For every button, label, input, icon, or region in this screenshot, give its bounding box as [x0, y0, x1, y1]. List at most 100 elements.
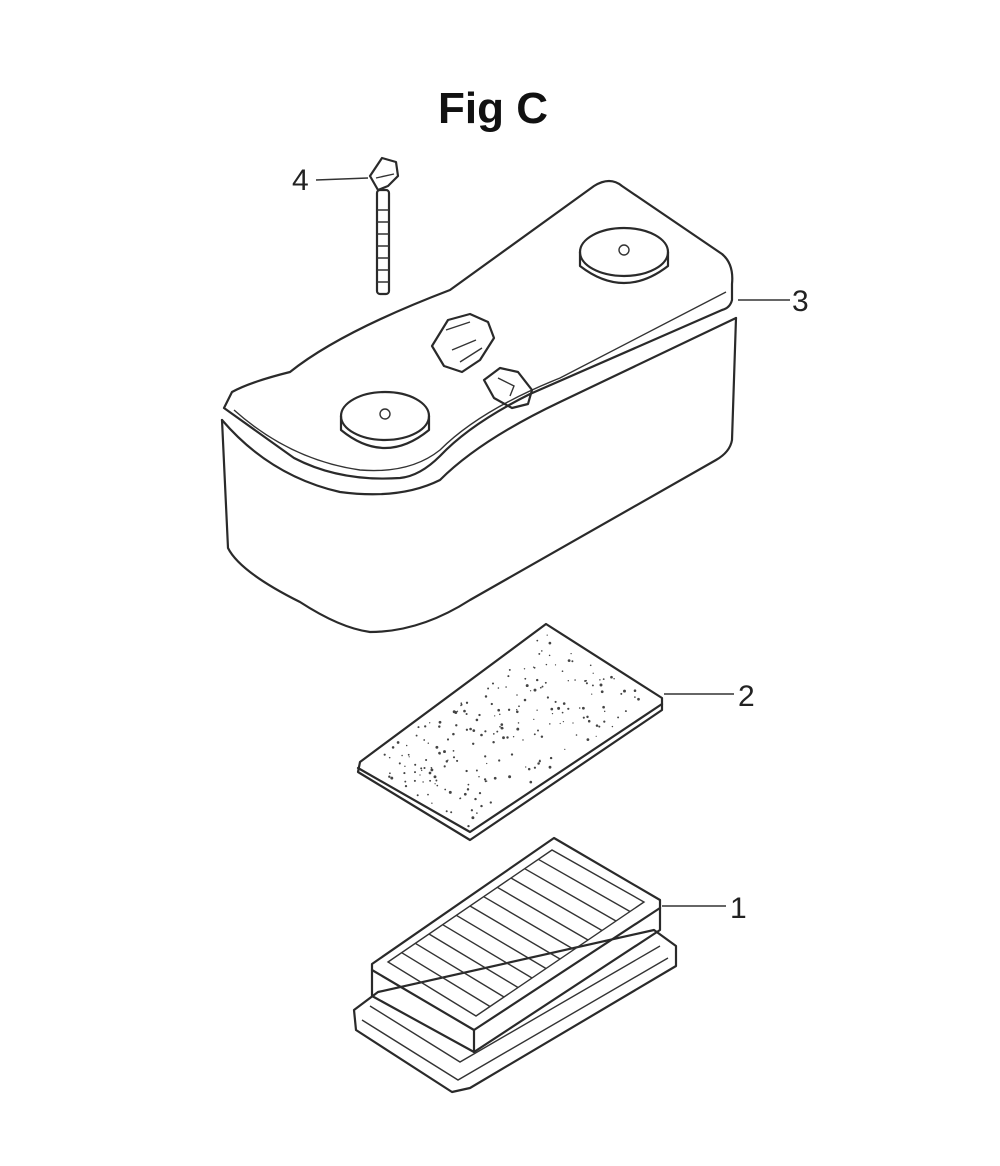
foam-texture-dot [467, 783, 470, 786]
air-cleaner-cover [220, 179, 738, 634]
foam-texture-dot [499, 725, 501, 728]
foam-texture-dot [430, 766, 433, 769]
foam-texture-dot [429, 779, 432, 782]
foam-texture-dot [388, 756, 391, 759]
foam-texture-dot [499, 713, 501, 716]
foam-texture-dot [549, 756, 553, 760]
foam-texture-dot [550, 707, 554, 711]
foam-texture-dot [474, 797, 477, 801]
foam-texture-dot [516, 694, 518, 696]
foam-texture-dot [438, 725, 441, 728]
foam-texture-dot [436, 784, 439, 787]
foam-texture-dot [633, 689, 637, 692]
callout-3: 3 [738, 285, 809, 318]
foam-texture-dot [450, 811, 453, 814]
foam-texture-dot [452, 750, 455, 752]
foam-texture-dot [598, 725, 601, 728]
foam-texture-dot [484, 755, 487, 758]
foam-texture-dot [611, 725, 614, 728]
foam-texture-dot [586, 738, 590, 741]
foam-texture-dot [533, 733, 536, 736]
foam-texture-dot [546, 634, 548, 636]
foam-texture-dot [574, 679, 576, 681]
foam-texture-dot [548, 641, 552, 645]
foam-texture-dot [572, 722, 574, 724]
foam-texture-dot [398, 762, 401, 765]
foam-texture-dot [429, 722, 431, 724]
foam-texture-dot [390, 776, 394, 780]
foam-texture-dot [404, 780, 407, 783]
foam-texture-dot [403, 772, 406, 775]
foam-texture-dot [533, 666, 536, 669]
foam-texture-dot [435, 745, 439, 749]
foam-texture-dot [602, 705, 605, 709]
foam-texture-dot [564, 748, 566, 751]
foam-texture-dot [587, 719, 591, 723]
foam-texture-dot [544, 681, 547, 684]
foam-texture-dot [445, 810, 448, 813]
foam-texture-dot [466, 788, 470, 791]
foam-texture-dot [582, 706, 585, 710]
foam-texture-dot [546, 696, 550, 699]
foam-texture-dot [414, 771, 416, 774]
callout-3-label: 3 [792, 285, 809, 318]
foam-texture-dot [445, 760, 449, 763]
foam-texture-dot [443, 765, 446, 768]
foam-texture-dot [388, 775, 391, 778]
foam-texture-dot [557, 706, 561, 710]
foam-texture-dot [595, 724, 599, 727]
foam-texture-dot [456, 710, 459, 712]
foam-texture-dot [517, 722, 520, 724]
foam-texture-dot [586, 715, 589, 719]
foam-texture-dot [603, 710, 606, 713]
foam-texture-dot [603, 720, 606, 723]
foam-texture-dot [460, 704, 462, 707]
foam-texture-dot [498, 759, 501, 762]
foam-texture-dot [540, 735, 544, 738]
filter-pleat [496, 886, 589, 941]
callout-2: 2 [664, 680, 755, 713]
foam-texture-dot [463, 792, 467, 796]
foam-texture-dot [599, 679, 601, 681]
filter-pleat [510, 877, 603, 932]
callout-4: 4 [292, 164, 369, 197]
foam-texture-dot [567, 659, 571, 662]
foam-texture-dot [523, 698, 527, 702]
foam-texture-dot [589, 664, 592, 667]
foam-texture-dot [541, 685, 544, 688]
foam-texture-dot [538, 652, 541, 655]
foam-pre-filter [356, 622, 664, 842]
foam-texture-dot [447, 759, 449, 761]
foam-texture-dot [480, 733, 483, 737]
foam-texture-dot [465, 728, 469, 731]
foam-texture-dot [478, 713, 481, 717]
foam-texture-dot [575, 734, 578, 736]
foam-texture-dot [525, 684, 529, 688]
foam-texture-dot [455, 724, 458, 727]
filter-pleat [483, 896, 575, 951]
foam-texture-dot [527, 767, 531, 771]
foam-texture-dot [492, 733, 495, 735]
foam-texture-dot [478, 791, 482, 795]
foam-texture-dot [523, 668, 526, 670]
foam-texture-dot [529, 690, 532, 692]
foam-texture-dot [446, 738, 450, 741]
foam-texture-dot [456, 759, 459, 762]
foam-texture-dot [525, 766, 527, 768]
foam-texture-dot [559, 722, 561, 725]
foam-texture-dot [475, 718, 479, 722]
foam-texture-dot [414, 763, 417, 766]
callout-1-label: 1 [730, 892, 747, 925]
foam-texture-dot [443, 750, 446, 754]
foam-texture-dot [423, 766, 426, 770]
callout-2-label: 2 [738, 680, 755, 713]
foam-texture-dot [407, 753, 410, 756]
foam-texture-dot [478, 776, 480, 778]
filter-pleat [469, 905, 561, 960]
foam-texture-dot [524, 677, 527, 680]
foam-texture-dot [424, 725, 427, 728]
foam-texture-dot [463, 709, 466, 713]
foam-texture-dot [489, 801, 492, 804]
foam-texture-dot [417, 726, 420, 729]
